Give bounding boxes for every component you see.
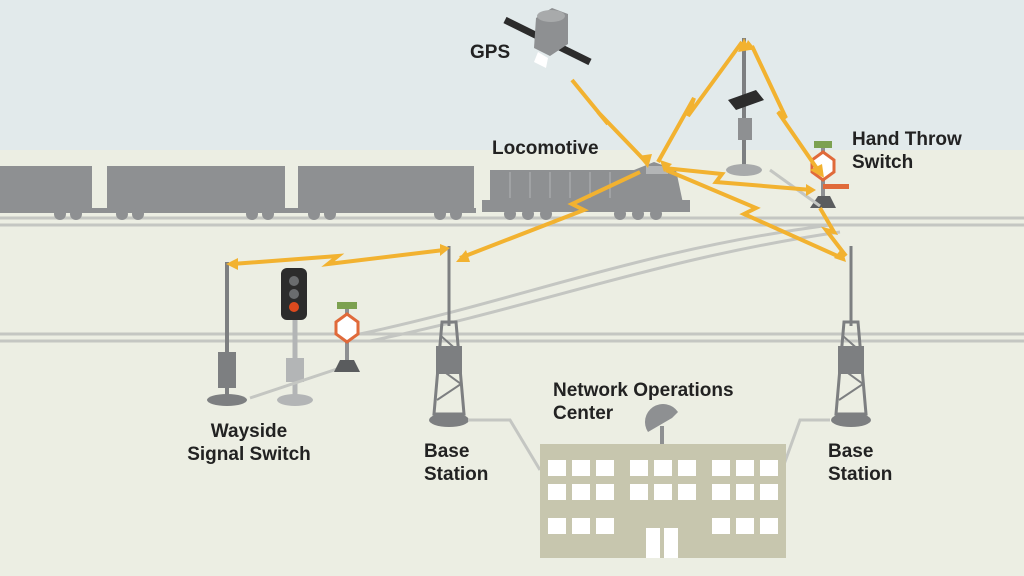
diverging-track [359,223,841,343]
link-wayside-base-left [231,248,445,267]
link-handthrow-base-right [818,206,848,258]
link-locomotive-base-right [665,168,843,260]
hand-throw-switch-label: Hand Throw Switch [852,128,962,174]
gps-satellite [503,8,592,68]
base-station-right [831,246,871,427]
link-mast-handthrow [750,45,820,172]
freight-car-3 [298,166,474,210]
backhaul-links [468,418,830,471]
noc-label-line1: Network Operations [553,380,734,401]
freight-car-2 [107,166,285,210]
base-station-left [429,246,469,427]
radio-link-arrowheads [226,38,846,270]
wayside-label-line1: Wayside [210,421,288,442]
base-station-right-label: Base Station [828,440,892,486]
locomotive-label: Locomotive [492,138,599,159]
base-right-label-line2: Station [828,464,893,485]
freight-car-1 [0,166,92,210]
noc-label: Network Operations Center [553,379,734,425]
base-right-label-line1: Base [828,441,874,462]
wayside-signal-switch-label: Wayside Signal Switch [174,420,324,466]
noc-label-line2: Center [553,403,614,424]
link-locomotive-base-left [459,170,641,260]
link-locomotive-handthrow [663,166,813,192]
link-gps-locomotive [570,78,650,166]
siding-track [0,332,1024,343]
freight-train [0,166,476,220]
gps-label: GPS [470,42,511,63]
base-station-left-label: Base Station [424,440,488,486]
network-operations-center [540,403,786,558]
solar-radio-mast [726,38,764,176]
hand-throw-label-line1: Hand Throw [852,129,962,150]
wayside-signal [249,268,341,406]
wayside-switch-stand [334,302,360,372]
wayside-radio-mast [207,262,247,406]
hand-throw-label-line2: Switch [852,152,914,173]
wayside-label-line2: Signal Switch [187,444,311,465]
link-locomotive-mast [656,40,744,163]
radio-links [231,40,848,267]
locomotive [482,162,690,220]
base-left-label-line2: Station [424,464,489,485]
base-left-label-line1: Base [424,441,470,462]
